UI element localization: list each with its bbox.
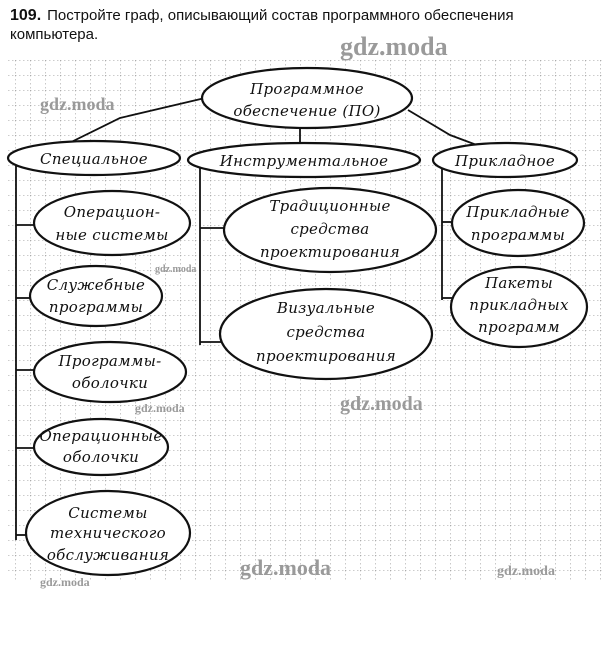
node-instrumental-item-1: Традиционные средства проектирования — [222, 186, 438, 274]
node-special-item-1: Операцион- ные системы — [32, 189, 192, 257]
watermark: gdz.moda — [340, 32, 448, 61]
svg-text:Системы: Системы — [68, 504, 147, 522]
node-special-item-4: Операционные оболочки — [32, 417, 170, 477]
node-category-applied: Прикладное — [431, 141, 579, 179]
task-heading: 109.Постройте граф, описывающий состав п… — [10, 6, 600, 44]
node-root-line-2: обеспечение (ПО) — [233, 102, 380, 120]
svg-text:Программы-: Программы- — [58, 352, 162, 370]
watermark: gdz.moda — [340, 393, 423, 415]
node-category-applied-label: Прикладное — [454, 152, 555, 170]
svg-text:прикладных: прикладных — [469, 296, 569, 314]
edge-root-special — [54, 97, 206, 151]
svg-text:оболочки: оболочки — [72, 374, 148, 392]
svg-text:Традиционные: Традиционные — [269, 197, 390, 215]
watermark: gdz.moda — [40, 94, 115, 114]
svg-text:Служебные: Служебные — [47, 276, 146, 294]
node-special-item-5: Системы технического обслуживания — [24, 489, 192, 577]
task-number: 109. — [10, 7, 42, 24]
svg-text:проектирования: проектирования — [260, 243, 400, 261]
watermark: gdz.moda — [40, 575, 90, 589]
node-category-instrumental: Инструментальное — [186, 141, 422, 179]
node-category-instrumental-label: Инструментальное — [219, 152, 389, 170]
node-special-item-2: Служебные программы — [28, 264, 164, 328]
svg-text:ные системы: ные системы — [55, 226, 168, 244]
svg-text:программ: программ — [478, 318, 560, 336]
svg-text:программы: программы — [49, 298, 143, 316]
node-category-special-label: Специальное — [40, 150, 148, 168]
node-root: Программное обеспечение (ПО) — [200, 66, 414, 130]
svg-text:обслуживания: обслуживания — [47, 546, 169, 564]
watermark: gdz.moda — [155, 264, 196, 275]
svg-text:Пакеты: Пакеты — [484, 274, 553, 292]
svg-text:Визуальные: Визуальные — [276, 299, 375, 317]
watermark: gdz.moda — [497, 564, 555, 579]
node-root-line-1: Программное — [249, 80, 364, 98]
svg-text:программы: программы — [471, 226, 565, 244]
node-category-special: Специальное — [6, 139, 182, 177]
watermark: gdz.moda — [240, 555, 331, 580]
node-applied-item-1: Прикладные программы — [450, 188, 586, 258]
svg-text:оболочки: оболочки — [63, 448, 139, 466]
svg-text:средства: средства — [290, 220, 369, 238]
node-applied-item-2: Пакеты прикладных программ — [449, 265, 589, 349]
svg-text:Операционные: Операционные — [40, 427, 163, 445]
node-special-item-3: Программы- оболочки — [32, 340, 188, 404]
svg-text:технического: технического — [50, 524, 166, 542]
node-instrumental-item-2: Визуальные средства проектирования — [218, 287, 434, 381]
task-text: Постройте граф, описывающий состав прогр… — [10, 7, 514, 43]
svg-text:проектирования: проектирования — [256, 347, 396, 365]
svg-text:средства: средства — [286, 323, 365, 341]
watermark: gdz.moda — [135, 401, 185, 415]
svg-text:Прикладные: Прикладные — [465, 203, 569, 221]
svg-text:Операцион-: Операцион- — [64, 203, 161, 221]
